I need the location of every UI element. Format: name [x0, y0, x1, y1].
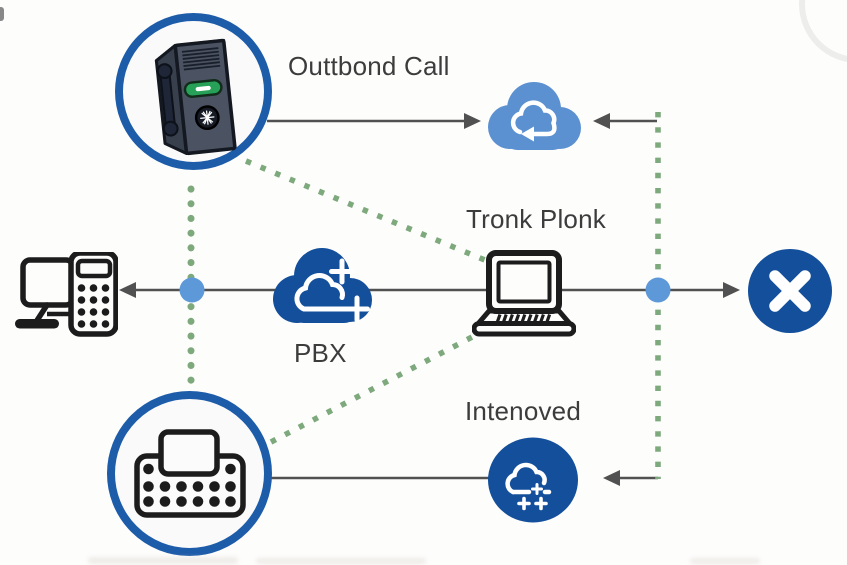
arrowhead-left-icon [119, 282, 136, 298]
junction-dot [645, 277, 671, 303]
trunk-laptop-icon [472, 250, 576, 337]
arrowhead-left-icon [603, 470, 620, 486]
desk-phone-icon [68, 252, 118, 337]
edge-mark-artifact [0, 7, 4, 21]
terminate-x-icon [748, 249, 832, 333]
arrowhead-right-icon [723, 282, 740, 298]
inbound-cloud-icon [488, 437, 578, 523]
arrowhead-left-icon [593, 113, 610, 129]
trunk-label: Tronk Plonk [466, 204, 606, 234]
dotted-guide-top-diagonal [244, 158, 494, 266]
desk-phone-and-computer [15, 252, 118, 337]
arrowhead-right-icon [464, 113, 481, 129]
pbx-label: PBX [294, 338, 347, 368]
outbound-call-label: Outtbond Call [288, 51, 450, 81]
outbound-cloud-icon [488, 82, 581, 150]
inbound-label: Intenoved [465, 396, 582, 426]
desktop-computer-icon [15, 257, 76, 329]
payphone-icon [154, 38, 237, 156]
bottom-smudge-artifact [88, 557, 238, 564]
bottom-smudge-artifact [256, 558, 426, 564]
faint-arc-artifact [799, 0, 847, 62]
pbx-cloud-icon [273, 248, 372, 323]
junction-dot [179, 277, 205, 303]
dotted-guide-bottom-diagonal [269, 332, 478, 445]
fax-machine-icon [134, 429, 246, 518]
bottom-smudge-artifact [690, 558, 760, 564]
